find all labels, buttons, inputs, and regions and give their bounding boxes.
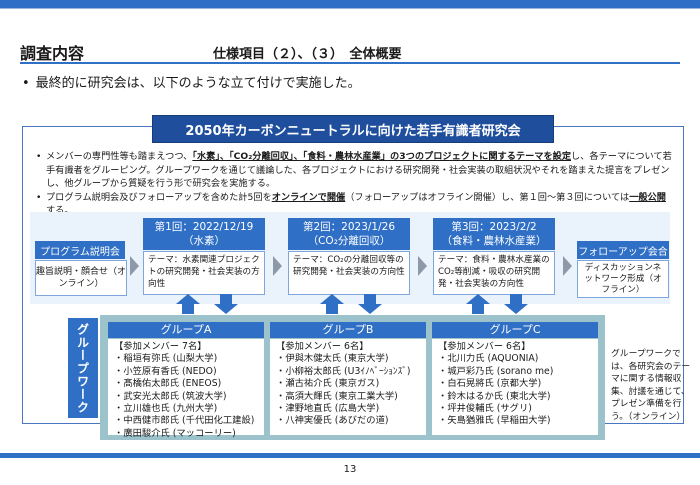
stage-title-followup: フォローアップ会合: [577, 241, 669, 259]
chevron-right-icon: [418, 256, 427, 276]
stage-body-briefing: 趣旨説明・顔合せ（オンライン）: [35, 260, 127, 296]
intro-line: • 最終的に研究会は、以下のような立て付けで実施した。: [22, 72, 361, 91]
chevron-right-icon: [273, 256, 282, 276]
note-text: メンバーの専門性等も踏まえつつ、「水素」、「CO₂分離回収」、「食料・農林水産業…: [46, 151, 672, 189]
arrow-up-icon: [466, 294, 490, 314]
member-count: 【参加メンバー 6名】: [276, 341, 369, 352]
list-item: ・小笠原有香氏 (NEDO): [114, 365, 217, 377]
list-item: ・中西健市郎氏 (千代田化工建設): [114, 415, 255, 427]
meeting-2-theme: （CO₂分離回収）: [307, 235, 391, 247]
meeting-1-header: 第1回：2022/12/19 （水素）: [143, 218, 265, 250]
list-item: ・八神実優氏 (あびだの道): [276, 415, 389, 427]
group-b-members: 【参加メンバー 6名】 ・伊與木健太氏 (東京大学) ・小柳裕太郎氏 (U3ｲﾉ…: [270, 339, 426, 435]
group-c-members: 【参加メンバー 6名】 ・北川力氏 (AQUONIA) ・城戸彩乃氏 (sora…: [432, 339, 598, 435]
group-b-header: グループB: [270, 322, 426, 338]
list-item: ・北川力氏 (AQUONIA): [438, 353, 539, 365]
list-item: ・瀬古祐介氏 (東京ガス): [276, 378, 380, 390]
list-item: ・鈴木はるか氏 (東北大学): [438, 390, 551, 402]
list-item: ・白石晃將氏 (京都大学): [438, 378, 542, 390]
meeting-1-title: 第1回：2022/12/19: [154, 221, 254, 233]
list-item: ・伊與木健太氏 (東京大学): [276, 353, 389, 365]
group-link-arrows: [176, 294, 528, 314]
list-item: ・城戸彩乃氏 (sorano me): [438, 365, 554, 377]
meeting-1-body: テーマ：水素関連プロジェクトの研究開発・社会実装の方向性: [143, 251, 265, 295]
member-count: 【参加メンバー 6名】: [438, 341, 531, 352]
arrow-down-icon: [504, 294, 528, 314]
page-number: 13: [343, 464, 357, 475]
title-rule: [20, 62, 680, 64]
meeting-3-body: テーマ：食料・農林水産業のCO₂等削減・吸収の研究開発・社会実装の方向性: [433, 251, 555, 295]
note-item: • メンバーの専門性等も踏まえつつ、「水素」、「CO₂分離回収」、「食料・農林水…: [36, 150, 672, 191]
note-item: • プログラム説明会及びフォローアップを含めた計5回をオンラインで開催（フォロー…: [36, 191, 672, 218]
stage-body-followup: ディスカッションネットワーク形成（オフライン）: [577, 260, 669, 298]
research-banner: 2050年カーボンニュートラルに向けた若手有識者研究会: [152, 115, 554, 143]
arrow-down-icon: [358, 294, 382, 314]
list-item: ・津野地直氏 (広島大学): [276, 403, 380, 415]
top-accent-line: [0, 8, 700, 9]
bullet-icon: •: [36, 191, 42, 203]
group-a-header: グループA: [108, 322, 264, 338]
meeting-1-theme: （水素）: [183, 235, 225, 247]
intro-text: 最終的に研究会は、以下のような立て付けで実施した。: [35, 76, 361, 91]
meeting-3-theme: （食料・農林水産業）: [441, 235, 547, 247]
overview-notes: • メンバーの専門性等も踏まえつつ、「水素」、「CO₂分離回収」、「食料・農林水…: [36, 150, 672, 218]
group-work-label: グループワーク: [68, 318, 98, 418]
bullet-icon: •: [36, 151, 42, 162]
list-item: ・坪井俊輔氏 (サグリ): [438, 403, 532, 415]
meeting-2-title: 第2回：2023/1/26: [302, 221, 396, 233]
meeting-2-body: テーマ：CO₂の分離回収等の研究開発・社会実装の方向性: [288, 251, 410, 295]
group-a-members: 【参加メンバー 7名】 ・稲垣有弥氏 (山梨大学) ・小笠原有香氏 (NEDO)…: [108, 339, 264, 439]
list-item: ・小柳裕太郎氏 (U3ｲﾉﾍﾞｰｼｮﾝｽﾞ): [276, 365, 411, 377]
note-text: プログラム説明会及びフォローアップを含めた計5回をオンラインで開催（フォローアッ…: [46, 191, 666, 217]
top-accent-bar: [0, 0, 700, 8]
list-item: ・髙橋佑太郎氏 (ENEOS): [114, 378, 222, 390]
meeting-3-title: 第3回：2023/2/2: [451, 221, 537, 233]
arrow-up-icon: [320, 294, 344, 314]
chevron-right-icon: [130, 256, 139, 276]
page-subtitle: 仕様項目（２）、（３） 全体概要: [213, 47, 402, 62]
list-item: ・武安光太郎氏 (筑波大学): [114, 390, 227, 402]
list-item: ・矢島猶雅氏 (早稲田大学): [438, 415, 551, 427]
list-item: ・立川雄也氏 (九州大学): [114, 403, 218, 415]
meeting-3-header: 第3回：2023/2/2 （食料・農林水産業）: [433, 218, 555, 250]
list-item: ・廣田駿介氏 (マッコーリー): [114, 427, 236, 439]
bullet-icon: •: [22, 76, 30, 91]
group-work-note: グループワークでは、各研究会のテーマに関する情報収集、討議を通じて、プレゼン準備…: [611, 349, 691, 422]
arrow-down-icon: [214, 294, 238, 314]
chevron-right-icon: [563, 256, 572, 276]
arrow-up-icon: [176, 294, 200, 314]
list-item: ・高須大輝氏 (東京工業大学): [276, 390, 398, 402]
group-c-header: グループC: [432, 322, 598, 338]
list-item: ・稲垣有弥氏 (山梨大学): [114, 353, 218, 365]
bottom-accent-bar: [0, 453, 700, 458]
meeting-2-header: 第2回：2023/1/26 （CO₂分離回収）: [288, 218, 410, 250]
page-title: 調査内容: [20, 44, 85, 63]
stage-title-briefing: プログラム説明会: [35, 241, 125, 259]
member-count: 【参加メンバー 7名】: [114, 341, 207, 352]
